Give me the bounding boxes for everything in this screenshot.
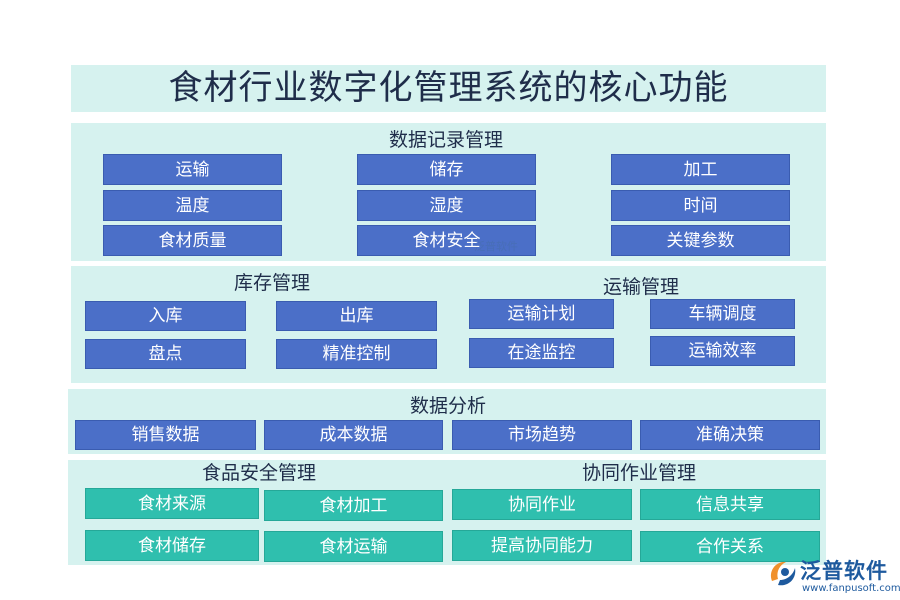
box-market-trend: 市场趋势 <box>452 420 632 450</box>
box-storage: 储存 <box>357 154 536 185</box>
box-key-params: 关键参数 <box>611 225 790 256</box>
box-improve-collaboration: 提高协同能力 <box>452 530 632 561</box>
box-transport-plan: 运输计划 <box>469 299 614 329</box>
section-title-inventory: 库存管理 <box>234 272 311 294</box>
title-panel: 食材行业数字化管理系统的核心功能 <box>71 65 826 112</box>
box-partnership: 合作关系 <box>640 531 820 562</box>
brand-logo: 泛普软件 www.fanpusoft.com <box>764 553 900 597</box>
brand-logo-url: www.fanpusoft.com <box>802 583 900 594</box>
section-title-transport: 运输管理 <box>603 276 680 298</box>
box-food-storage: 食材储存 <box>85 530 259 561</box>
box-food-processing: 食材加工 <box>264 490 443 521</box>
box-processing: 加工 <box>611 154 790 185</box>
brand-logo-text: 泛普软件 <box>800 559 888 583</box>
page-title: 食材行业数字化管理系统的核心功能 <box>168 68 729 108</box>
box-collaborative-work: 协同作业 <box>452 489 632 520</box>
section-title-analysis: 数据分析 <box>410 395 487 417</box>
box-precise-control: 精准控制 <box>276 339 437 369</box>
box-vehicle-dispatch: 车辆调度 <box>650 299 795 329</box>
watermark: 泛普软件 <box>474 240 518 253</box>
box-temperature: 温度 <box>103 190 282 221</box>
box-stock-in: 入库 <box>85 301 246 331</box>
box-sales-data: 销售数据 <box>75 420 256 450</box>
box-food-quality: 食材质量 <box>103 225 282 256</box>
box-food-transport: 食材运输 <box>264 531 443 562</box>
box-cost-data: 成本数据 <box>264 420 443 450</box>
box-transport-efficiency: 运输效率 <box>650 336 795 366</box>
section-title-food-safety: 食品安全管理 <box>202 462 317 484</box>
box-humidity: 湿度 <box>357 190 536 221</box>
brand-logo-icon <box>770 561 796 586</box>
box-food-source: 食材来源 <box>85 488 259 519</box>
box-food-safety: 食材安全 <box>357 225 536 256</box>
section-title-collaboration: 协同作业管理 <box>582 462 697 484</box>
box-transport: 运输 <box>103 154 282 185</box>
box-accurate-decision: 准确决策 <box>640 420 820 450</box>
box-stock-out: 出库 <box>276 301 437 331</box>
box-inventory-count: 盘点 <box>85 339 246 369</box>
section-title-data-record: 数据记录管理 <box>389 129 504 151</box>
box-info-sharing: 信息共享 <box>640 489 820 520</box>
box-in-transit-monitor: 在途监控 <box>469 338 614 368</box>
box-time: 时间 <box>611 190 790 221</box>
